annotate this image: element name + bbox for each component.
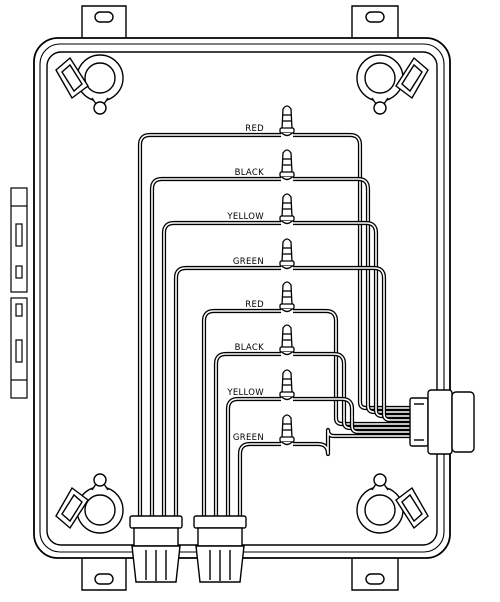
wire-right-3-core xyxy=(293,222,410,417)
right-conduit-fitting xyxy=(409,389,475,455)
wire-label-4: GREEN xyxy=(233,257,264,267)
hinge-tabs xyxy=(10,187,28,399)
boss-bottom-left xyxy=(55,473,124,534)
wire-label-2: BLACK xyxy=(235,168,265,178)
wire-left-8-core xyxy=(239,443,281,520)
wire-left-6-core xyxy=(215,353,281,520)
mounting-tabs xyxy=(81,5,399,591)
wire-left-5-core xyxy=(203,310,281,520)
wire-right-4-core xyxy=(293,267,410,421)
wire-group xyxy=(137,132,410,520)
boss-bottom-right xyxy=(356,473,429,534)
wire-right-2-core xyxy=(293,178,410,413)
mounting-tab-top-left xyxy=(81,5,127,42)
mounting-tab-bottom-left xyxy=(81,555,127,591)
wire-left-3-core xyxy=(163,222,281,520)
wire-left-7-core xyxy=(227,398,281,520)
wire-label-3: YELLOW xyxy=(226,212,264,222)
wire-right-7-core xyxy=(293,398,410,433)
wire-label-6: BLACK xyxy=(235,343,265,353)
wire-nut-2 xyxy=(279,149,295,181)
mounting-tab-bottom-right xyxy=(351,555,399,591)
wire-nut-6 xyxy=(279,324,295,356)
wire-nut-group xyxy=(279,105,295,446)
wire-nut-7 xyxy=(279,369,295,401)
wire-label-1: RED xyxy=(245,124,264,134)
wire-label-5: RED xyxy=(245,300,264,310)
wire-right-6-core xyxy=(293,353,410,429)
wire-left-1-core xyxy=(139,134,281,520)
wire-label-7: YELLOW xyxy=(226,388,264,398)
wire-nut-4 xyxy=(279,238,295,270)
boss-top-right xyxy=(356,54,429,115)
wire-left-4-core xyxy=(175,267,281,520)
bottom-cable-glands xyxy=(129,515,247,583)
wire-label-8: GREEN xyxy=(233,433,264,443)
wire-nut-1 xyxy=(279,105,295,137)
wire-nut-8 xyxy=(279,414,295,446)
wire-left-2-core xyxy=(151,178,281,520)
wire-right-1-core xyxy=(293,134,410,409)
wire-labels: RED BLACK YELLOW GREEN RED BLACK YELLOW … xyxy=(226,124,264,443)
wire-right-5-core xyxy=(293,310,410,425)
cable-gland-left xyxy=(129,515,183,583)
wire-nut-3 xyxy=(279,193,295,225)
wire-nut-5 xyxy=(279,281,295,313)
boss-top-left xyxy=(55,54,124,115)
cable-gland-right xyxy=(193,515,247,583)
wire-right-8-core xyxy=(293,429,410,455)
corner-bosses xyxy=(55,54,429,534)
mounting-tab-top-right xyxy=(351,5,399,42)
